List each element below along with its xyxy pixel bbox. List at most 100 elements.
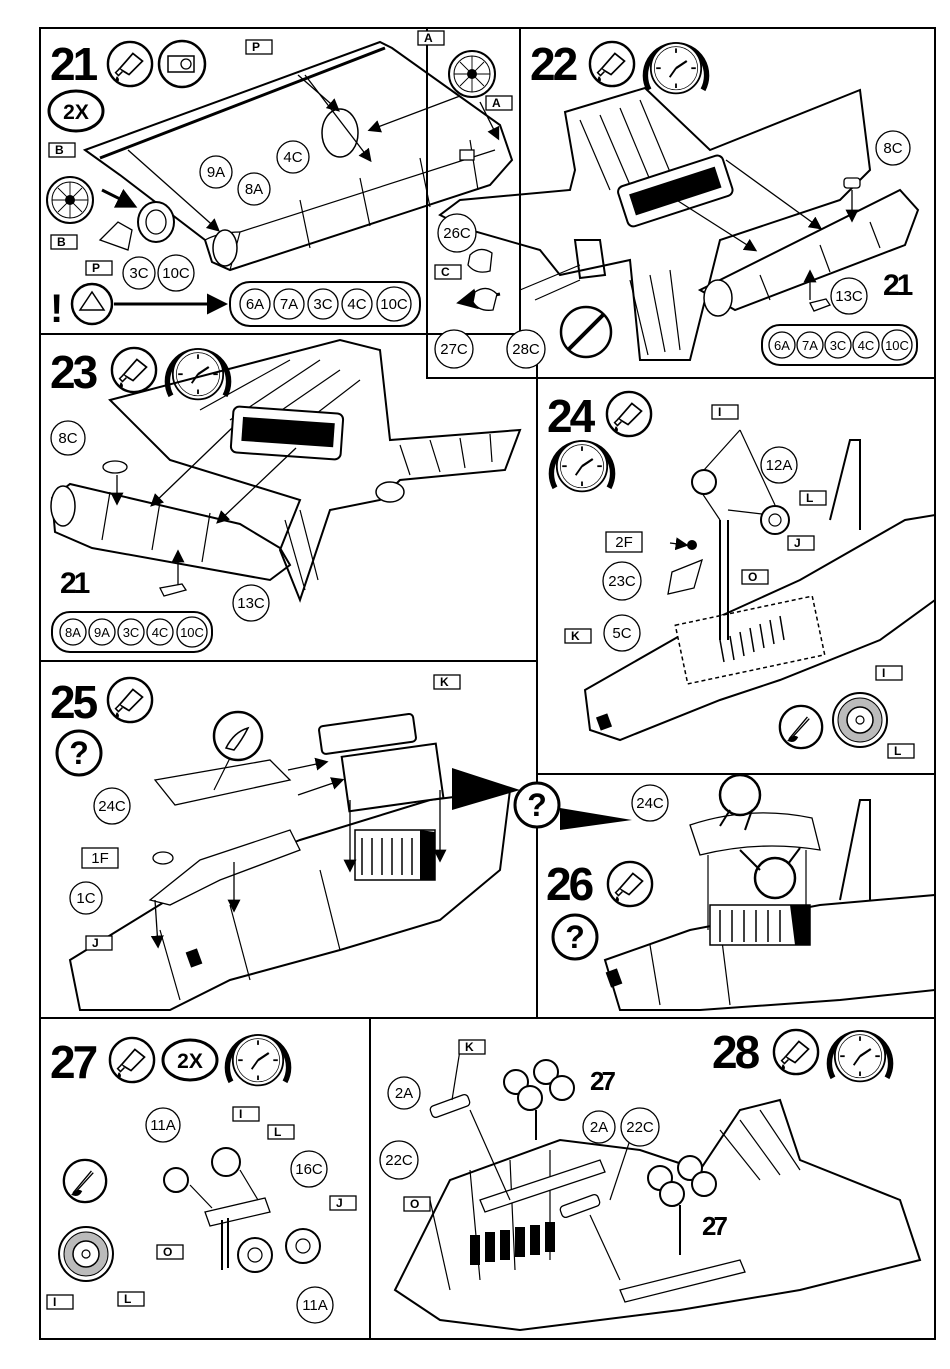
paint-brush-icon xyxy=(780,706,822,748)
svg-text:2A: 2A xyxy=(590,1119,608,1136)
part-label-2a-left: 2A xyxy=(388,1077,420,1109)
part-label-13c: 13C xyxy=(233,585,269,621)
svg-text:5C: 5C xyxy=(612,625,631,642)
flag-i: I xyxy=(712,405,738,419)
svg-text:O: O xyxy=(410,1197,419,1211)
part-label-24c: 24C xyxy=(94,788,130,824)
svg-text:7A: 7A xyxy=(280,296,298,313)
step-number: 26 xyxy=(546,858,593,910)
step-number: 22 xyxy=(530,38,577,90)
svg-text:K: K xyxy=(440,675,449,689)
part-label-2f: 2F xyxy=(606,532,642,552)
glue-icon xyxy=(108,42,152,86)
part-label-2a-right: 2A xyxy=(583,1111,615,1143)
svg-text:8C: 8C xyxy=(883,140,902,157)
glue-icon xyxy=(590,42,634,86)
part-label-11a-top: 11A xyxy=(146,1108,180,1142)
clock-icon xyxy=(227,1035,288,1085)
wheel-pair-upper xyxy=(504,1060,574,1110)
flag-i-tire: I xyxy=(876,666,902,680)
ref-parts-box: 6A 7A 3C 4C 10C xyxy=(762,325,917,365)
svg-text:A: A xyxy=(492,96,501,110)
flag-a-top: A xyxy=(418,31,444,45)
clock-icon xyxy=(551,441,612,491)
step-number: 27 xyxy=(50,1036,97,1088)
paint-brush-icon xyxy=(64,1160,106,1202)
part-label-16c: 16C xyxy=(291,1151,327,1187)
svg-text:3C: 3C xyxy=(123,625,140,640)
svg-text:28C: 28C xyxy=(512,341,540,358)
step-23: 23 8C 13C 21 8A 9A xyxy=(50,340,520,652)
glue-icon xyxy=(774,1030,818,1074)
svg-text:I: I xyxy=(718,405,721,419)
part-label-27c: 27C xyxy=(435,330,473,368)
part-label-22c-left: 22C xyxy=(380,1141,418,1179)
svg-text:13C: 13C xyxy=(237,595,265,612)
svg-text:2X: 2X xyxy=(177,1050,203,1073)
flag-o: O xyxy=(404,1197,430,1211)
svg-text:27C: 27C xyxy=(440,341,468,358)
svg-text:P: P xyxy=(92,261,100,275)
clock-icon xyxy=(829,1031,890,1081)
flag-j: J xyxy=(788,536,814,550)
sub-step-ref-a: 27 xyxy=(590,1066,615,1096)
svg-text:6A: 6A xyxy=(774,338,790,353)
step-21: 21 2X xyxy=(47,31,512,331)
svg-text:J: J xyxy=(336,1196,343,1210)
flag-i: I xyxy=(233,1107,259,1121)
aircraft-wing-drawing xyxy=(440,88,918,360)
svg-text:4C: 4C xyxy=(283,149,302,166)
svg-text:L: L xyxy=(274,1125,281,1139)
flag-l: L xyxy=(800,491,826,505)
svg-text:I: I xyxy=(882,666,885,680)
flag-j: J xyxy=(86,936,112,950)
quantity-badge: 2X xyxy=(49,91,103,131)
svg-text:1F: 1F xyxy=(91,850,109,867)
svg-text:J: J xyxy=(92,936,99,950)
ref-parts-box: 8A 9A 3C 4C 10C xyxy=(52,612,212,652)
intake-fan-b xyxy=(47,177,93,223)
question-icon xyxy=(553,915,597,959)
part-label-3c: 3C xyxy=(123,257,155,289)
svg-text:8A: 8A xyxy=(65,625,81,640)
part-label-1c: 1C xyxy=(70,882,102,914)
svg-text:12A: 12A xyxy=(766,457,793,474)
svg-text:O: O xyxy=(163,1245,172,1259)
svg-text:11A: 11A xyxy=(302,1297,328,1314)
svg-text:24C: 24C xyxy=(636,795,664,812)
part-label-4c: 4C xyxy=(277,141,309,173)
step-26: 26 24C xyxy=(546,775,935,1010)
flag-b-top: B xyxy=(49,143,75,157)
svg-text:23C: 23C xyxy=(608,573,636,590)
step-number: 28 xyxy=(712,1026,760,1078)
part-label-9a: 9A xyxy=(200,156,232,188)
wing-underside-drawing xyxy=(395,1050,920,1330)
svg-text:2F: 2F xyxy=(615,534,633,551)
svg-text:C: C xyxy=(441,265,450,279)
part-label-23c: 23C xyxy=(603,562,641,600)
svg-text:J: J xyxy=(794,536,801,550)
svg-text:4C: 4C xyxy=(152,625,169,640)
intake-fan-a xyxy=(449,51,495,97)
svg-text:K: K xyxy=(571,629,580,643)
svg-text:7A: 7A xyxy=(802,338,818,353)
svg-text:22C: 22C xyxy=(626,1119,654,1136)
svg-text:10C: 10C xyxy=(380,296,408,313)
flag-l-tire: L xyxy=(888,744,914,758)
sub-step-ref-b: 27 xyxy=(702,1211,727,1241)
step-28: 28 xyxy=(380,1026,920,1330)
part-label-8c: 8C xyxy=(876,131,910,165)
flag-k: K xyxy=(459,1040,485,1054)
flag-c: C xyxy=(435,265,461,279)
svg-text:K: K xyxy=(465,1040,474,1054)
glue-icon xyxy=(108,678,152,722)
svg-text:O: O xyxy=(748,570,757,584)
svg-text:11A: 11A xyxy=(150,1117,176,1134)
canopy-drawing xyxy=(70,712,520,1010)
svg-text:L: L xyxy=(894,744,901,758)
flag-o: O xyxy=(157,1245,183,1259)
part-label-26c: 26C xyxy=(438,214,476,252)
svg-text:3C: 3C xyxy=(129,265,148,282)
svg-text:8C: 8C xyxy=(58,430,77,447)
